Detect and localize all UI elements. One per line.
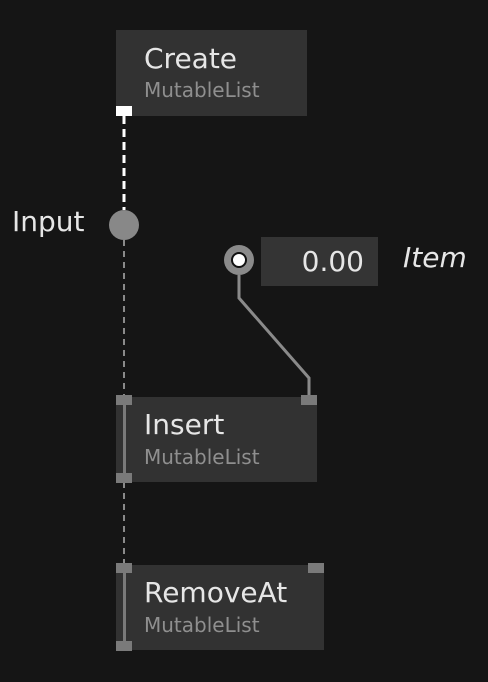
- node-subtitle: MutableList: [144, 78, 260, 102]
- node-edge-bar: [123, 573, 126, 642]
- item-pad-label: Item: [403, 241, 467, 274]
- item-value-box[interactable]: 0.00: [261, 237, 378, 286]
- removeat-output-pin[interactable]: [116, 641, 132, 651]
- node-subtitle: MutableList: [144, 445, 260, 469]
- node-removeat[interactable]: RemoveAt MutableList: [116, 565, 324, 650]
- insert-input-pin-item[interactable]: [301, 395, 317, 405]
- node-title: Insert: [144, 408, 225, 441]
- node-subtitle: MutableList: [144, 613, 260, 637]
- link-item-to-insert: [237, 275, 311, 397]
- node-title: Create: [144, 42, 238, 75]
- removeat-input-pin-index[interactable]: [308, 563, 324, 573]
- item-pad-dot-icon: [231, 252, 247, 268]
- input-pad-knob[interactable]: [109, 210, 139, 240]
- node-edge-bar: [123, 405, 126, 474]
- removeat-input-pin-list[interactable]: [116, 563, 132, 573]
- input-pad-label: Input: [12, 205, 85, 238]
- item-value: 0.00: [301, 245, 364, 278]
- insert-input-pin-list[interactable]: [116, 395, 132, 405]
- item-pad-knob[interactable]: [224, 245, 254, 275]
- insert-output-pin[interactable]: [116, 473, 132, 483]
- node-insert[interactable]: Insert MutableList: [116, 397, 317, 482]
- node-title: RemoveAt: [144, 576, 288, 609]
- node-create[interactable]: Create MutableList: [116, 30, 307, 116]
- create-output-pin[interactable]: [116, 106, 132, 116]
